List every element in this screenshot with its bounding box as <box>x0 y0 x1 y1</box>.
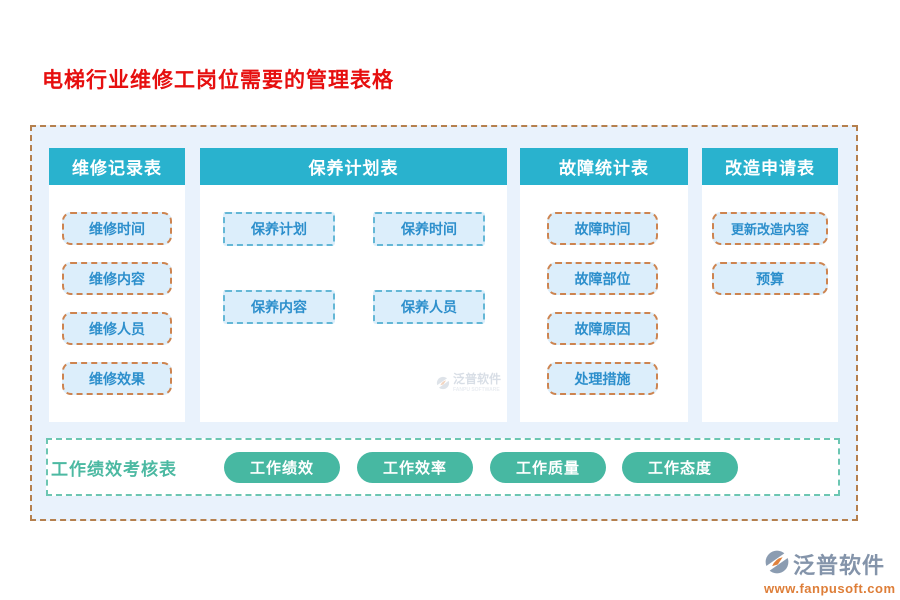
performance-pill: 工作质量 <box>490 452 606 483</box>
field-chip: 故障原因 <box>547 312 658 345</box>
field-chip: 保养人员 <box>373 290 485 324</box>
fanpu-watermark-icon <box>434 375 452 395</box>
footer-brand: 泛普软件 www.fanpusoft.com <box>760 548 900 596</box>
column-renovation-request: 改造申请表 更新改造内容 预算 <box>702 148 838 422</box>
column-repair-record: 维修记录表 维修时间 维修内容 维修人员 维修效果 <box>49 148 185 422</box>
performance-pill: 工作绩效 <box>224 452 340 483</box>
column-fault-stats-header: 故障统计表 <box>520 148 688 185</box>
column-maintenance-plan: 保养计划表 保养计划 保养时间 保养内容 保养人员 泛普软件 FANPU SOF… <box>200 148 507 422</box>
fanpu-watermark-label: 泛普软件 FANPU SOFTWARE <box>452 372 501 393</box>
field-chip: 处理措施 <box>547 362 658 395</box>
column-maintenance-plan-header: 保养计划表 <box>200 148 507 185</box>
performance-pill: 工作态度 <box>622 452 738 483</box>
field-chip: 保养内容 <box>223 290 335 324</box>
brand-name: 泛普软件 <box>793 553 886 578</box>
fanpu-watermark: 泛普软件 FANPU SOFTWARE <box>434 372 501 396</box>
tables-board: 维修记录表 维修时间 维修内容 维修人员 维修效果 保养计划表 保养计划 保养时… <box>30 125 858 521</box>
field-chip: 维修时间 <box>62 212 172 245</box>
field-chip: 预算 <box>712 262 828 295</box>
column-fault-stats: 故障统计表 故障时间 故障部位 故障原因 处理措施 <box>520 148 688 422</box>
performance-pill: 工作效率 <box>357 452 473 483</box>
column-repair-record-header: 维修记录表 <box>49 148 185 185</box>
field-chip: 故障时间 <box>547 212 658 245</box>
brand-url-link[interactable]: www.fanpusoft.com <box>764 581 896 596</box>
performance-appraisal-box: 工作绩效考核表 工作绩效 工作效率 工作质量 工作态度 <box>46 438 840 496</box>
field-chip: 保养时间 <box>373 212 485 246</box>
performance-appraisal-label: 工作绩效考核表 <box>51 459 177 479</box>
field-chip: 更新改造内容 <box>712 212 828 245</box>
column-renovation-request-header: 改造申请表 <box>702 148 838 185</box>
field-chip: 保养计划 <box>223 212 335 246</box>
field-chip: 维修效果 <box>62 362 172 395</box>
field-chip: 故障部位 <box>547 262 658 295</box>
fanpu-logo-icon <box>760 548 794 580</box>
field-chip: 维修人员 <box>62 312 172 345</box>
page-title: 电梯行业维修工岗位需要的管理表格 <box>42 69 394 92</box>
field-chip: 维修内容 <box>62 262 172 295</box>
